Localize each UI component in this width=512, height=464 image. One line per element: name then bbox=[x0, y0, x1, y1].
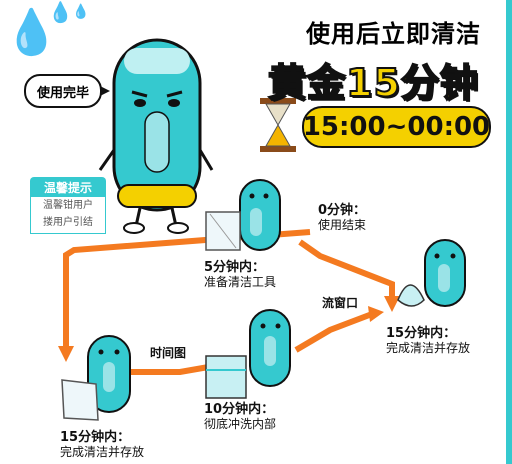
step-desc: 准备清洁工具 bbox=[204, 275, 277, 289]
mascot-step-15min-left bbox=[61, 335, 131, 421]
tip-line: 搂用户引结 bbox=[43, 217, 93, 228]
window-tag-text: 流窗口 bbox=[322, 296, 359, 310]
golden-heading: 黄金15分钟 bbox=[267, 60, 479, 106]
timeline-tag: 时间图 bbox=[150, 346, 186, 361]
step-0min: 0分钟： 使用结束 bbox=[318, 203, 366, 233]
mascot-step-5min bbox=[205, 179, 281, 251]
step-desc: 完成清洁并存放 bbox=[386, 341, 471, 355]
tip-line: 温馨钳用户 bbox=[43, 200, 93, 211]
step-15min-left: 15分钟内： 完成清洁并存放 bbox=[60, 430, 144, 460]
step-desc: 完成清洁并存放 bbox=[60, 445, 145, 459]
tip-header: 温馨提示 bbox=[30, 177, 106, 197]
water-drop-icon: 💧 bbox=[4, 7, 59, 58]
water-drop-icon: 💧 bbox=[72, 4, 90, 20]
page-title: 使用后立即清洁 bbox=[306, 20, 481, 48]
step-time: 0分钟： bbox=[318, 203, 367, 218]
mascot-main bbox=[98, 38, 214, 234]
step-time: 10分钟内： bbox=[204, 402, 275, 417]
water-drop-icon: 💧 bbox=[48, 0, 73, 24]
step-time: 15分钟内： bbox=[386, 326, 457, 341]
mascot-step-right bbox=[397, 239, 466, 307]
step-desc: 使用结束 bbox=[318, 218, 367, 232]
window-tag: 流窗口 bbox=[322, 296, 358, 311]
time-range-pill: 15:00~00:00 bbox=[302, 106, 491, 148]
timeline-tag-text: 时间图 bbox=[150, 346, 187, 360]
tip-body: 温馨钳用户 搂用户引结 bbox=[30, 197, 106, 234]
hourglass-icon bbox=[260, 98, 296, 152]
step-time: 15分钟内： bbox=[60, 430, 131, 445]
step-desc: 彻底冲洗内部 bbox=[204, 417, 277, 431]
speech-bubble: 使用完毕 bbox=[24, 74, 110, 108]
step-10min: 10分钟内： 彻底冲洗内部 bbox=[204, 402, 276, 432]
step-15min-right: 15分钟内： 完成清洁并存放 bbox=[386, 326, 470, 356]
step-5min: 5分钟内： 准备清洁工具 bbox=[204, 260, 276, 290]
mascot-step-10min bbox=[205, 309, 291, 399]
step-time: 5分钟内： bbox=[204, 260, 266, 275]
